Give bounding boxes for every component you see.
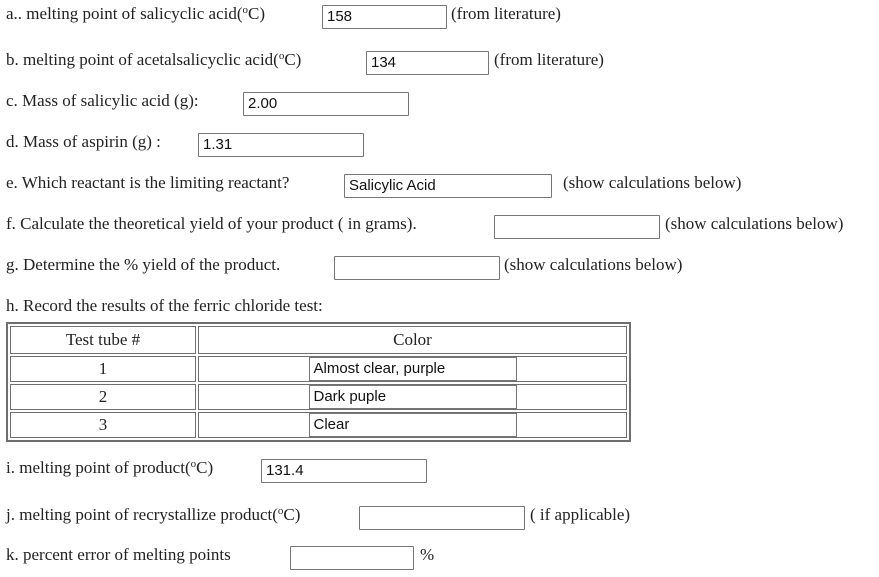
color-input-2[interactable]: Dark puple [308, 385, 517, 409]
color-input-1[interactable]: Almost clear, purple [308, 357, 517, 381]
label-suffix: C) [284, 50, 302, 69]
label-text: a.. melting point of salicyclic acid( [6, 4, 243, 23]
from-literature-note-a: (from literature) [451, 4, 561, 23]
degree-sup: o [278, 50, 285, 62]
limiting-reactant-input[interactable]: Salicylic Acid [344, 174, 552, 198]
theoretical-yield-input[interactable] [494, 215, 660, 239]
question-b-label: b. melting point of acetalsalicyclic aci… [6, 50, 301, 70]
from-literature-note-b: (from literature) [494, 50, 604, 69]
label-suffix: C) [248, 4, 266, 23]
percent-error-input[interactable] [290, 546, 414, 570]
percent-sign: % [420, 545, 435, 564]
question-d-label: d. Mass of aspirin (g) : [6, 132, 161, 151]
question-k-label: k. percent error of melting points [6, 545, 231, 564]
color-cell: Clear [198, 412, 627, 438]
show-calculations-note-e: (show calculations below) [563, 173, 742, 192]
acetylsalicylic-mp-input[interactable]: 134 [366, 51, 489, 75]
question-i-label: i. melting point of product(oC) [6, 458, 213, 478]
label-text: b. melting point of acetalsalicyclic aci… [6, 50, 279, 69]
color-input-3[interactable]: Clear [308, 413, 517, 437]
column-header-color: Color [198, 326, 627, 354]
ferric-chloride-table: Test tube # Color 1 Almost clear, purple… [6, 322, 631, 442]
table-header-row: Test tube # Color [10, 326, 627, 354]
tube-number: 2 [10, 384, 196, 410]
color-cell: Dark puple [198, 384, 627, 410]
label-text: j. melting point of recrystallize produc… [6, 505, 278, 524]
question-a-label: a.. melting point of salicyclic acid(oC) [6, 4, 265, 24]
table-row: 1 Almost clear, purple [10, 356, 627, 382]
label-suffix: C) [196, 458, 214, 477]
show-calculations-note-f: (show calculations below) [665, 214, 844, 233]
degree-sup: o [190, 458, 197, 470]
table-row: 3 Clear [10, 412, 627, 438]
question-g-label: g. Determine the % yield of the product. [6, 255, 281, 274]
question-f-label: f. Calculate the theoretical yield of yo… [6, 214, 417, 233]
color-cell: Almost clear, purple [198, 356, 627, 382]
label-suffix: C) [283, 505, 301, 524]
question-c-label: c. Mass of salicylic acid (g): [6, 91, 199, 110]
table-row: 2 Dark puple [10, 384, 627, 410]
salicylic-mp-input[interactable]: 158 [322, 5, 447, 29]
recrystallized-mp-input[interactable] [359, 506, 525, 530]
tube-number: 1 [10, 356, 196, 382]
column-header-test-tube: Test tube # [10, 326, 196, 354]
product-mp-input[interactable]: 131.4 [261, 459, 427, 483]
degree-sup: o [277, 505, 284, 517]
question-e-label: e. Which reactant is the limiting reacta… [6, 173, 290, 192]
degree-sup: o [242, 4, 249, 16]
aspirin-mass-input[interactable]: 1.31 [198, 133, 364, 157]
if-applicable-note: ( if applicable) [530, 505, 631, 524]
question-j-label: j. melting point of recrystallize produc… [6, 505, 300, 525]
percent-yield-input[interactable] [334, 256, 500, 280]
tube-number: 3 [10, 412, 196, 438]
salicylic-mass-input[interactable]: 2.00 [243, 92, 409, 116]
question-h-label: h. Record the results of the ferric chlo… [6, 296, 323, 315]
label-text: i. melting point of product( [6, 458, 191, 477]
show-calculations-note-g: (show calculations below) [504, 255, 683, 274]
